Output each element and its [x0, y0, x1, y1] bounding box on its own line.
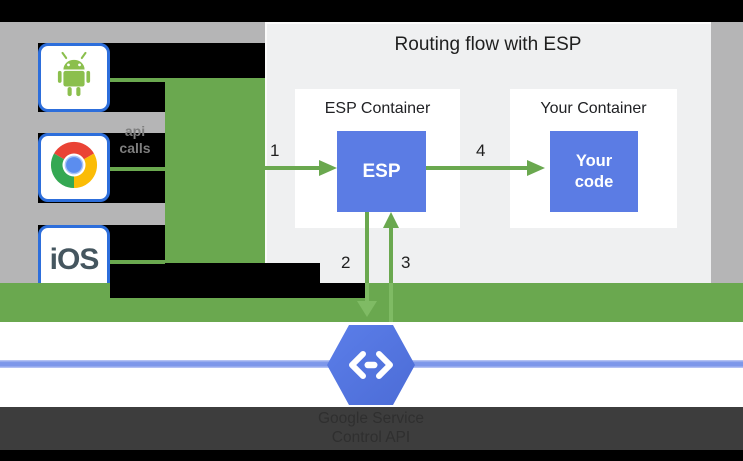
- client-box-android: [38, 43, 110, 112]
- step-4-label: 4: [476, 141, 486, 160]
- arrow-2-band-segment: [365, 283, 369, 302]
- api-calls-line1: api: [124, 123, 146, 139]
- gray-strip-between-android-chrome: [0, 112, 165, 133]
- panel-title: Routing flow with ESP: [394, 34, 582, 55]
- api-calls-label: api calls: [106, 123, 164, 157]
- arrow-3-band-segment: [389, 283, 393, 322]
- arrow-3-head: [383, 212, 399, 228]
- step-3-label: 3: [401, 253, 411, 272]
- gray-left-column: [0, 22, 38, 283]
- step-2-label: 2: [341, 253, 351, 272]
- black-overlay-band-left: [110, 283, 365, 298]
- black-overlay-panel-corner: [265, 263, 320, 283]
- ios-label: iOS: [49, 242, 100, 276]
- esp-container-label: ESP Container: [324, 100, 431, 117]
- arrow-3-line: [389, 228, 393, 283]
- arrow-4-head: [527, 160, 545, 176]
- gray-strip-top: [0, 22, 265, 43]
- google-service-control-label: Google Service Control API: [246, 409, 496, 447]
- arrow-ios-to-band: [110, 260, 165, 264]
- android-icon: [51, 51, 97, 104]
- service-label-line1: Google Service: [318, 410, 424, 427]
- dark-overlay-band: [0, 407, 743, 450]
- gray-strip-between-chrome-ios: [0, 203, 165, 225]
- arrow-4-line: [426, 166, 527, 170]
- your-code-line2: code: [574, 172, 614, 191]
- arrow-2-band-head: [357, 301, 377, 317]
- gray-right-column: [711, 22, 743, 283]
- client-box-ios: iOS: [38, 225, 110, 294]
- green-flow-band: [165, 78, 265, 263]
- chrome-icon: [50, 141, 98, 194]
- your-container-label: Your Container: [540, 100, 647, 117]
- cloud-endpoints-hexagon-icon: [327, 325, 415, 405]
- top-black-bar: [0, 0, 743, 22]
- api-calls-line2: calls: [119, 140, 151, 156]
- client-box-chrome: [38, 133, 110, 202]
- arrow-android-to-band: [110, 78, 165, 82]
- arrow-1-line: [265, 166, 321, 170]
- step-1-label: 1: [270, 141, 280, 160]
- arrow-2-line: [365, 212, 369, 283]
- esp-box: ESP: [337, 131, 426, 212]
- your-code-line1: Your: [575, 151, 613, 170]
- arrow-1-head: [319, 160, 337, 176]
- service-label-line2: Control API: [331, 429, 411, 446]
- arrow-chrome-to-band: [110, 167, 165, 171]
- esp-box-label: ESP: [362, 160, 401, 182]
- your-code-box: Your code: [550, 131, 638, 212]
- bottom-black-bar: [0, 450, 743, 461]
